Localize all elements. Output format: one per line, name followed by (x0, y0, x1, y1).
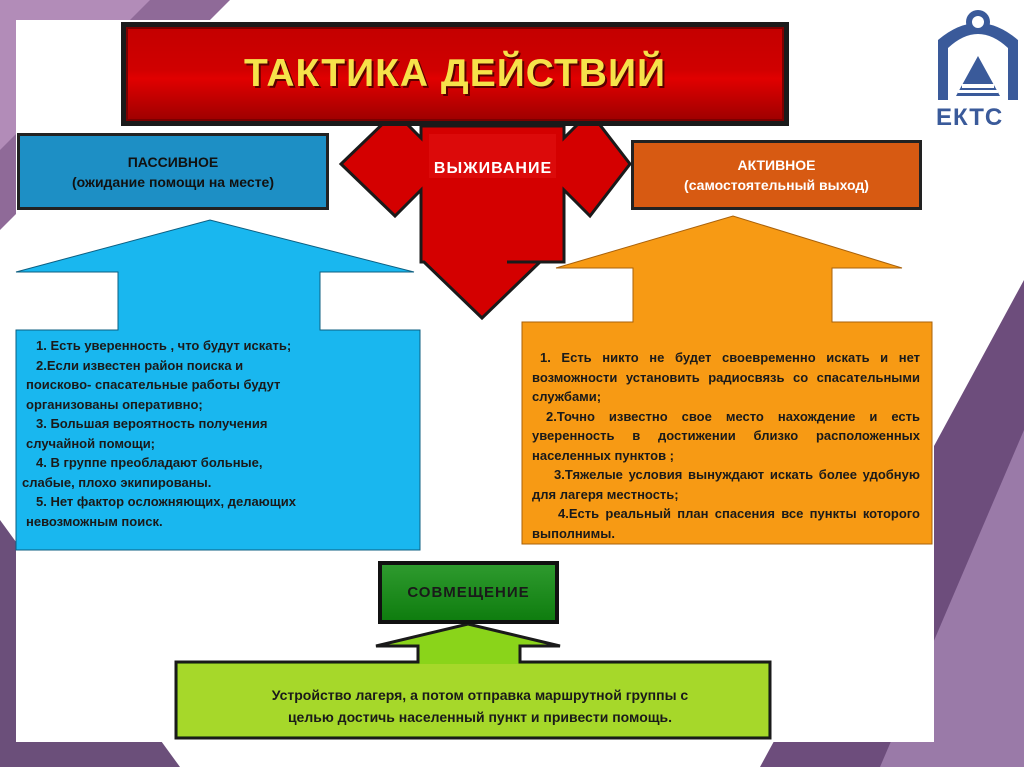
passive-title: ПАССИВНОЕ (127, 153, 219, 170)
title-banner: ТАКТИКА ДЕЙСТВИЙ (121, 22, 789, 126)
passive-item: невозможным поиск. (26, 513, 163, 529)
logo-text: ЕКТС (936, 104, 1004, 131)
passive-item: 2.Если известен район поиска и (36, 357, 244, 373)
passive-item: 4. В группе преобладают больные, (36, 455, 263, 470)
combination-description: Устройство лагеря, а потом отправка марш… (180, 684, 780, 728)
passive-item: слабые, плохо экипированы. (22, 474, 212, 490)
passive-item: 5. Нет фактор осложняющих, делающих (36, 494, 296, 509)
passive-item: случайной помощи; (26, 435, 156, 451)
institution-logo (932, 0, 1024, 150)
passive-subtitle: (ожидание помощи на месте) (71, 173, 274, 190)
active-subtitle: (самостоятельный выход) (684, 177, 869, 193)
diagram-title: ТАКТИКА ДЕЙСТВИЙ (243, 52, 667, 95)
combination-text-line: Устройство лагеря, а потом отправка марш… (271, 687, 689, 703)
combination-box: СОВМЕЩЕНИЕ (378, 561, 559, 624)
passive-item: 1. Есть уверенность , что будут искать; (36, 338, 292, 353)
combination-text-line: целью достичь населенный пункт и привест… (287, 709, 673, 725)
passive-tactic-box: ПАССИВНОЕ (ожидание помощи на месте) (17, 133, 329, 210)
active-item: 4.Есть реальный план спасения все пункты… (532, 506, 920, 541)
passive-item: организованы оперативно; (26, 396, 203, 412)
active-item: 2.Точно известно свое место нахождение и… (532, 408, 920, 463)
active-title: АКТИВНОЕ (737, 157, 816, 173)
active-tactic-box: АКТИВНОЕ (самостоятельный выход) (631, 140, 922, 210)
passive-item: поисково- спасательные работы будут (26, 377, 281, 392)
active-item: 1. Есть никто не будет своевременно иска… (532, 350, 920, 404)
active-item: 3.Тяжелые условия вынуждают искать более… (532, 467, 920, 502)
survival-label: ВЫЖИВАНИЕ (433, 160, 553, 177)
passive-conditions-list: 1. Есть уверенность , что будут искать; … (22, 336, 412, 531)
active-conditions-list: 1. Есть никто не будет своевременно иска… (532, 348, 920, 543)
combination-title: СОВМЕЩЕНИЕ (407, 584, 530, 601)
passive-item: 3. Большая вероятность получения (36, 416, 268, 431)
